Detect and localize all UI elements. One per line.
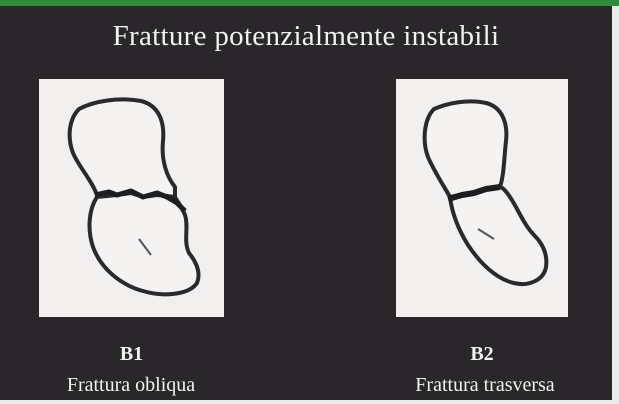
- figure-b2-drawing: [396, 79, 568, 317]
- b1-upper-fragment: [70, 99, 175, 197]
- figure-b1-description: Frattura obliqua: [0, 374, 262, 397]
- figure-b1-panel: [39, 79, 224, 317]
- figure-b2-code: B2: [396, 343, 568, 366]
- b2-upper-fragment: [425, 101, 507, 197]
- slide-title: Fratture potenzialmente instabili: [0, 20, 612, 53]
- figure-b1-drawing: [39, 79, 224, 317]
- b2-lower-fragment: [450, 187, 546, 284]
- figure-b2-description: Frattura trasversa: [360, 374, 610, 397]
- figure-b1-code: B1: [39, 343, 224, 366]
- figure-b2-panel: [396, 79, 568, 317]
- slide: Fratture potenzialmente instabili B1 Fra…: [0, 6, 612, 400]
